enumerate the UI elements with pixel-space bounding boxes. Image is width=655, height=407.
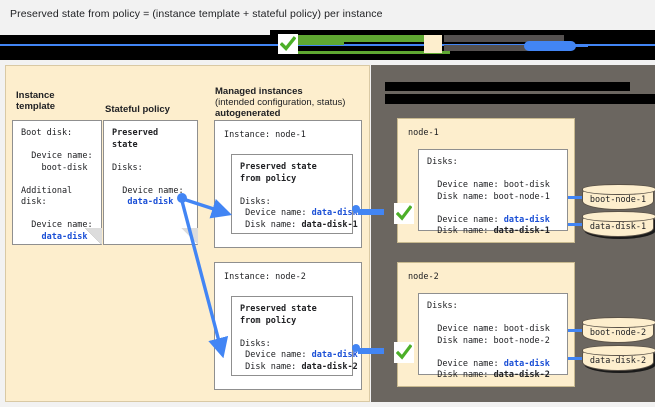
sp-line3: Disks: [112,162,143,173]
mi-node2-disks: Disks: [240,338,271,349]
banner-blue-tail [560,45,588,47]
disk-cylinder-boot-node-1: boot-node-1 [582,184,655,210]
it-line3: boot-disk [41,162,88,173]
n1-datadsklbl: Disk name: [437,226,489,236]
mi-node2-header: Instance: node-2 [224,272,306,282]
instance-template-title: Instance template [16,90,56,112]
mi-node2-devval: data-disk [311,350,358,360]
n2-bootdev: Device name: boot-disk [437,324,550,334]
connector-dot-node1 [352,205,360,213]
n2-datadskval: data-disk-2 [493,370,550,380]
managed-instances-title: Managed instances [215,86,303,97]
banner-blue-pill [524,41,576,51]
connector-dot-node2 [352,344,360,352]
n2-datadevval: data-disk [503,358,550,369]
mi-node2-devlbl: Device name: [245,350,307,360]
mi-node1-t1: Preserved state [240,162,317,172]
cyl-label: data-disk-2 [589,355,647,366]
sp-line1: Preserved [112,128,159,138]
connector-node2-data [568,357,584,360]
stateful-policy-title: Stateful policy [105,104,170,115]
connector-node2-boot [568,329,584,332]
n1-datadevval: data-disk [503,214,550,225]
mi-node1-inner: Preserved state from policy Disks: Devic… [231,154,358,234]
it-line2: Device name: [31,151,93,161]
mi-node2-dskval: data-disk-2 [301,361,358,372]
managed-instances-subtitle: (intended configuration, status) [215,97,346,108]
n1-bootdev: Device name: boot-disk [437,180,550,190]
banner-green-bar-2 [292,51,450,54]
banner-green-bar [295,35,425,42]
managed-instance-node-1: Instance: node-1 Preserved state from po… [214,120,362,248]
banner-beige-chip [424,35,442,53]
it-line7: data-disk [41,231,88,242]
green-check-icon [278,34,298,54]
mi-node2-t2: from policy [240,315,297,326]
it-line1: Boot disk: [21,128,73,138]
sp-line2: state [112,139,138,150]
n1-disks: Disks: [427,157,458,167]
green-check-icon-node1 [394,203,414,224]
n1-datadevlbl: Device name: [437,214,499,225]
disk-cylinder-data-disk-2: data-disk-2 [582,345,655,371]
disk-cylinder-data-disk-1: data-disk-1 [582,211,655,237]
cyl-label: boot-node-1 [589,194,647,205]
card-fold-corner [181,228,198,245]
connector-node1-data [568,223,584,226]
card-fold-corner [85,228,102,245]
mi-node2-dsklbl: Disk name: [245,361,297,372]
stateful-policy-card: Preserved state Disks: Device name: data… [103,120,198,245]
it-line6: Device name: [31,220,93,230]
banner-green-dash [298,42,344,45]
banner-blue-line [0,44,655,46]
connector-node1-boot [568,196,584,199]
banner-gray-bar-2 [444,45,536,51]
n1-bootdsk: Disk name: boot-node-1 [437,191,550,202]
mi-node1-dskval: data-disk-1 [301,219,358,230]
managed-instances-autogenerated: autogenerated [215,108,281,119]
disk-cylinder-boot-node-2: boot-node-2 [582,317,655,343]
connector-mid-node2 [358,348,384,354]
managed-instance-node-2: Instance: node-2 Preserved state from po… [214,262,362,390]
it-line4: Additional [21,185,73,196]
mi-node1-disks: Disks: [240,196,271,207]
actual-node-1: node-1 Disks: Device name: boot-disk Dis… [397,118,575,243]
n2-disks: Disks: [427,301,458,311]
mi-node1-dsklbl: Disk name: [245,219,297,230]
mi-node1-devlbl: Device name: [245,208,307,218]
connector-mid-node1 [358,209,384,215]
green-check-icon-node2 [394,342,414,363]
node-2-disks-box: Disks: Device name: boot-disk Disk name:… [418,293,568,380]
cyl-label: data-disk-1 [589,221,647,232]
redacted-title-2 [385,94,655,104]
n2-datadsklbl: Disk name: [437,370,489,380]
n1-datadskval: data-disk-1 [493,226,550,236]
cyl-label: boot-node-2 [589,327,647,338]
mi-node2-inner: Preserved state from policy Disks: Devic… [231,296,358,376]
banner-gray-bar-1 [444,35,564,42]
n2-bootdsk: Disk name: boot-node-2 [437,335,550,346]
actual-node-2: node-2 Disks: Device name: boot-disk Dis… [397,262,575,387]
redacted-title-1 [385,82,630,91]
mi-node1-t2: from policy [240,173,297,184]
node-1-name: node-1 [408,128,439,138]
node-1-disks-box: Disks: Device name: boot-disk Disk name:… [418,149,568,236]
n2-datadevlbl: Device name: [437,358,499,369]
it-line5: disk: [21,197,47,207]
node-2-name: node-2 [408,272,439,282]
mi-node2-t1: Preserved state [240,304,317,314]
sp-line4: Device name: [122,185,184,196]
instance-template-card: Boot disk: Device name: boot-disk Additi… [12,120,102,245]
banner-gap [0,30,270,35]
page-title: Preserved state from policy = (instance … [10,8,383,20]
mi-node1-header: Instance: node-1 [224,130,306,140]
mi-node1-devval: data-disk [311,208,358,218]
sp-line5: data-disk [127,197,174,207]
